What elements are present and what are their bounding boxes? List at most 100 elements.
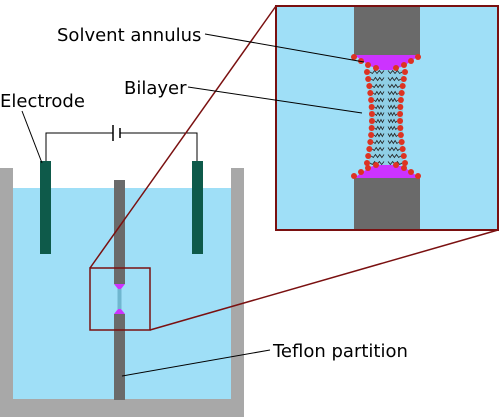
electrode-circuit <box>40 125 203 254</box>
lipid-tail <box>387 146 400 152</box>
lipid-head <box>393 65 399 71</box>
lipid-tail <box>387 97 399 103</box>
lipid-head <box>397 97 404 103</box>
lipid-head <box>365 76 372 82</box>
leader-electrode <box>21 110 43 164</box>
lipid-head <box>398 90 405 96</box>
lipid-tails <box>369 69 403 166</box>
lipid-head <box>366 83 373 89</box>
lipid-head <box>401 62 407 68</box>
lipid-head <box>365 62 371 68</box>
lipid-head <box>351 173 357 179</box>
zoom-box-small <box>89 267 151 331</box>
lipid-head <box>400 76 407 82</box>
lipid-tail <box>373 139 385 145</box>
lipid-head <box>400 153 407 159</box>
lipid-head <box>364 160 370 166</box>
lipid-tail <box>372 146 385 152</box>
lipid-tail <box>387 118 398 124</box>
circuit-wire-right <box>120 132 198 163</box>
lipid-head <box>393 162 399 168</box>
electrode-right <box>192 161 203 254</box>
lipid-head <box>397 118 404 124</box>
lipid-tail <box>387 139 399 145</box>
zoom-connector-bottom <box>149 229 499 331</box>
lipid-tail <box>387 90 399 96</box>
lipid-tail <box>369 69 385 75</box>
leader-solvent-annulus <box>204 33 365 63</box>
lipid-head <box>397 125 404 131</box>
lipid-head <box>365 153 372 159</box>
lipid-tail <box>387 83 400 89</box>
inset-partition-bottom <box>354 178 420 230</box>
lipid-head <box>368 118 375 124</box>
mini-solvent-top <box>114 284 125 289</box>
leader-teflon-partition <box>121 349 271 377</box>
lipid-head <box>368 97 375 103</box>
lipid-head <box>366 146 373 152</box>
lipid-tail <box>373 90 385 96</box>
tank-right-wall <box>231 168 244 416</box>
mini-bilayer <box>117 289 122 309</box>
teflon-partition <box>114 180 125 400</box>
tank-left-wall <box>0 168 13 416</box>
lipid-tail <box>372 83 385 89</box>
lipid-head <box>408 58 414 64</box>
lipid-tail <box>387 69 403 75</box>
partition-upper <box>114 180 125 284</box>
lipid-head <box>368 132 375 138</box>
lipid-head <box>397 104 404 110</box>
lipid-head <box>397 132 404 138</box>
lipid-head <box>358 169 364 175</box>
label-bilayer: Bilayer <box>124 78 187 99</box>
lipid-head <box>351 54 357 60</box>
lipid-tail <box>387 132 399 138</box>
lipid-tail <box>370 153 385 159</box>
leader-bilayer <box>187 86 363 114</box>
lipid-head <box>402 160 408 166</box>
lipid-tail <box>387 111 398 117</box>
lipid-head <box>373 162 379 168</box>
lipid-head <box>401 165 407 171</box>
inset <box>275 5 499 231</box>
zoom-connector-top <box>89 5 277 269</box>
electrode-left <box>40 161 51 254</box>
lipid-tail <box>387 104 398 110</box>
tank-bottom <box>0 399 244 417</box>
lipid-head <box>367 90 374 96</box>
lipid-head <box>368 104 375 110</box>
partition-lower <box>114 314 125 400</box>
lipid-head <box>364 69 370 75</box>
lipid-tail <box>373 132 385 138</box>
lipid-head <box>408 169 414 175</box>
lipid-head <box>397 111 404 117</box>
lipid-head <box>402 69 408 75</box>
lipid-tail <box>387 125 398 131</box>
lipid-heads <box>351 54 421 179</box>
solvent-annulus-top <box>354 55 420 72</box>
lipid-head <box>368 111 375 117</box>
lipid-head <box>365 165 371 171</box>
lipid-tail <box>387 153 402 159</box>
circuit-wire <box>45 132 113 163</box>
lipid-head <box>368 125 375 131</box>
solvent-annulus-bottom <box>354 162 420 178</box>
lipid-head <box>373 65 379 71</box>
lipid-head <box>415 54 421 60</box>
lipid-tail <box>374 104 385 110</box>
label-teflon-partition: Teflon partition <box>272 341 408 362</box>
label-electrode: Electrode <box>0 91 85 112</box>
lipid-tail <box>373 97 385 103</box>
lipid-tail <box>370 76 385 82</box>
lipid-head <box>367 139 374 145</box>
mini-solvent-bottom <box>114 309 125 314</box>
inset-frame <box>275 5 499 231</box>
lipid-tail <box>387 76 402 82</box>
lipid-tail <box>374 111 385 117</box>
lipid-head <box>399 146 406 152</box>
label-solvent-annulus: Solvent annulus <box>57 25 201 46</box>
lipid-tail <box>374 125 385 131</box>
lipid-head <box>415 173 421 179</box>
lipid-head <box>398 139 405 145</box>
